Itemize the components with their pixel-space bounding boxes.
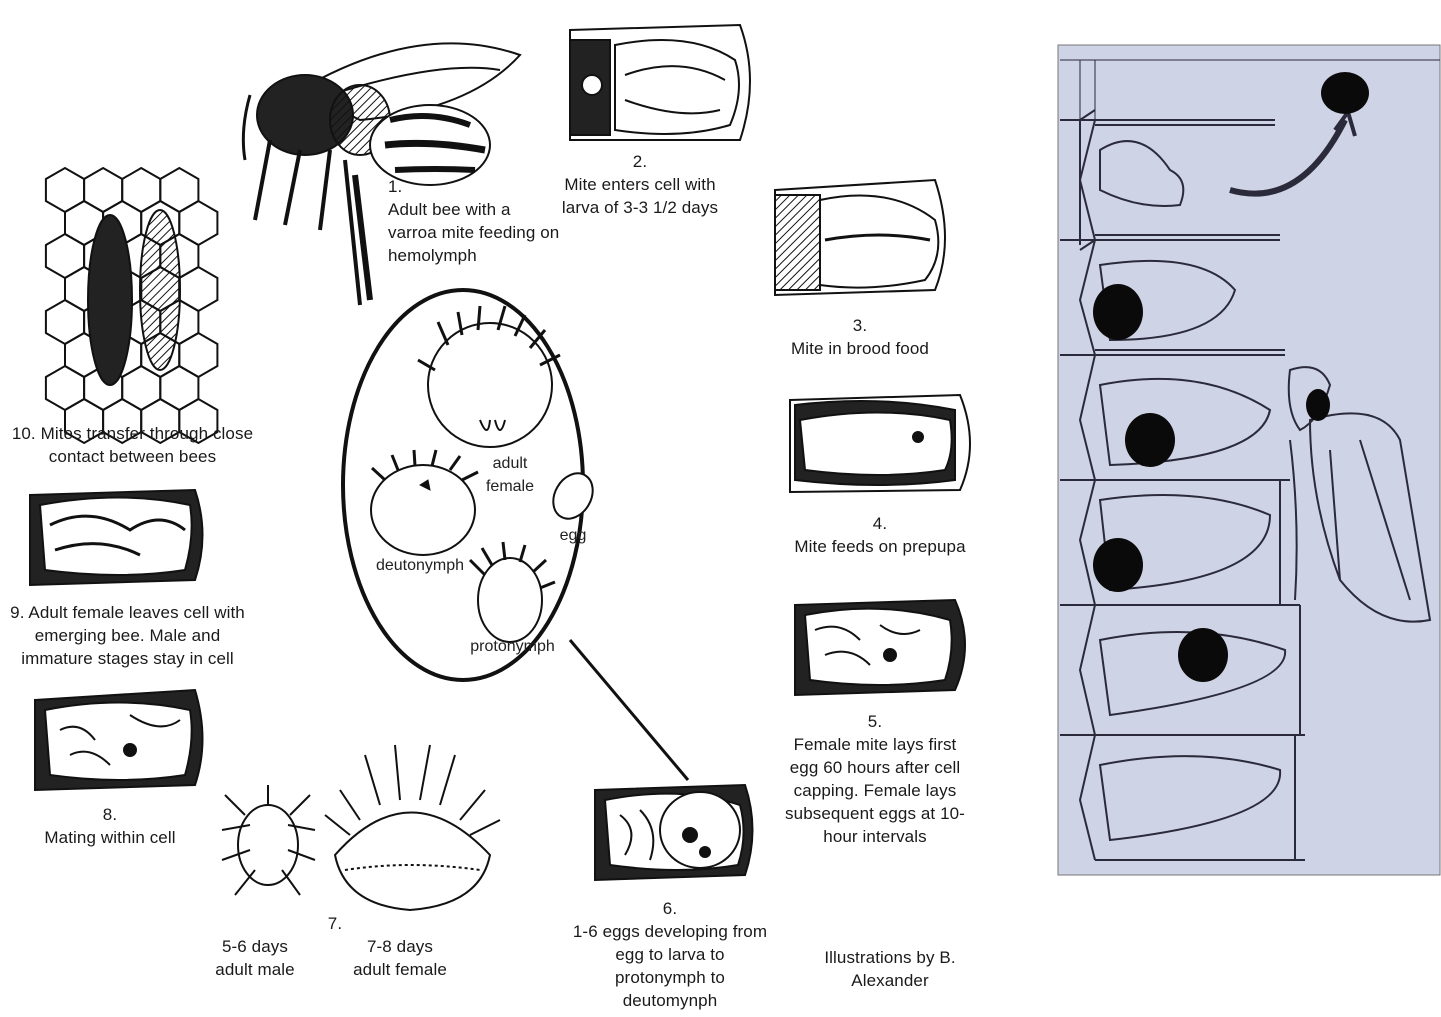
inset-adult-female-label: adult female (475, 452, 545, 498)
step-5-line-1: Female mite lays first (765, 733, 985, 756)
step-6-line-3: protonymph to (555, 966, 785, 989)
step-5-line-4: subsequent eggs at 10- (765, 802, 985, 825)
step-3-line-1: Mite in brood food (760, 337, 960, 360)
step-2-number: 2. (530, 150, 750, 173)
mite-feeds-on-prepupa-illustration (790, 395, 970, 492)
step-7-number: 7. (315, 912, 355, 935)
step-10-line-2: contact between bees (5, 445, 260, 468)
inset-protonymph-label: protonymph (465, 638, 560, 656)
adult-male-mite-illustration (222, 785, 315, 895)
step-3-number: 3. (760, 314, 960, 337)
step-6-line-4: deutomynph (555, 989, 785, 1012)
step-10-line-1: 10. Mites transfer through close (5, 422, 260, 445)
inset-egg-label: egg (553, 527, 593, 545)
step-5-number: 5. (765, 710, 985, 733)
step-9-line-3: immature stages stay in cell (5, 647, 250, 670)
step-7-number-text: 7. (315, 912, 355, 935)
step-2-line-1: Mite enters cell with (530, 173, 750, 196)
adult-female-line-2: female (475, 475, 545, 498)
step-8-line-1: Mating within cell (20, 826, 200, 849)
female-mite-lays-egg-illustration (795, 600, 965, 695)
adult-female-line-1: adult (475, 452, 545, 475)
step-4-label: 4. Mite feeds on prepupa (770, 512, 990, 558)
mite-in-brood-food-illustration (775, 180, 945, 295)
step-8-number: 8. (20, 803, 200, 826)
step-9-line-2: emerging bee. Male and (5, 624, 250, 647)
mating-within-cell-illustration (35, 690, 203, 790)
step-6-label: 6. 1-6 eggs developing from egg to larva… (555, 897, 785, 1012)
step-8-label: 8. Mating within cell (20, 803, 200, 849)
step-7-female-label: 7-8 days adult female (340, 935, 460, 981)
credit-line-1: Illustrations by B. (800, 946, 980, 969)
step-4-number: 4. (770, 512, 990, 535)
step-2-line-2: larva of 3-3 1/2 days (530, 196, 750, 219)
step-7-male-label: 5-6 days adult male (200, 935, 310, 981)
step-7-male-line-1: 5-6 days (200, 935, 310, 958)
step-7-female-line-1: 7-8 days (340, 935, 460, 958)
life-stages-inset (343, 290, 688, 780)
step-10-label: 10. Mites transfer through close contact… (5, 422, 260, 468)
step-6-line-2: egg to larva to (555, 943, 785, 966)
adult-female-leaves-cell-illustration (30, 490, 203, 585)
step-6-number: 6. (555, 897, 785, 920)
step-2-label: 2. Mite enters cell with larva of 3-3 1/… (530, 150, 750, 219)
step-9-line-1: 9. Adult female leaves cell with (5, 601, 250, 624)
step-6-line-1: 1-6 eggs developing from (555, 920, 785, 943)
step-1-line-3: hemolymph (388, 244, 608, 267)
step-7-male-line-2: adult male (200, 958, 310, 981)
step-5-line-5: hour intervals (765, 825, 985, 848)
step-5-line-2: egg 60 hours after cell (765, 756, 985, 779)
step-9-label: 9. Adult female leaves cell with emergin… (5, 601, 250, 670)
brood-cells-panel (1058, 45, 1440, 875)
step-5-label: 5. Female mite lays first egg 60 hours a… (765, 710, 985, 848)
credit-line-2: Alexander (800, 969, 980, 992)
step-4-line-1: Mite feeds on prepupa (770, 535, 990, 558)
honeycomb-bees-illustration (46, 168, 218, 443)
inset-deutonymph-label: deutonymph (365, 557, 475, 575)
eggs-developing-illustration (595, 785, 753, 880)
step-3-label: 3. Mite in brood food (760, 314, 960, 360)
step-7-female-line-2: adult female (340, 958, 460, 981)
illustration-credit: Illustrations by B. Alexander (800, 946, 980, 992)
cell-larva-illustration (570, 25, 750, 140)
adult-female-mite-illustration (325, 745, 500, 910)
step-5-line-3: capping. Female lays (765, 779, 985, 802)
step-1-line-2: varroa mite feeding on (388, 221, 608, 244)
